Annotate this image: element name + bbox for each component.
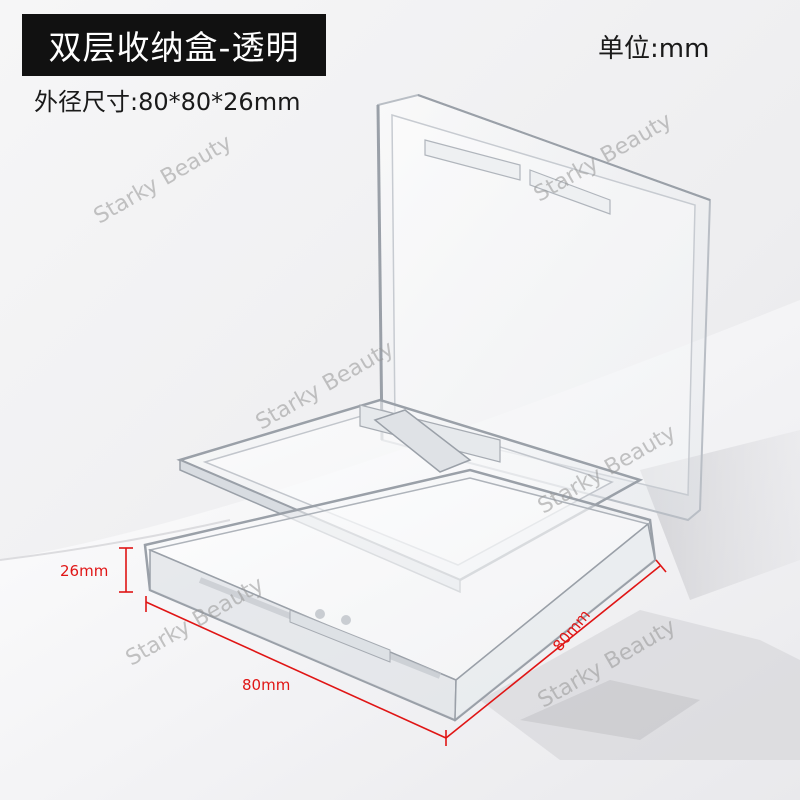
unit-label: 单位:mm — [598, 34, 710, 64]
width-dimension-label: 80mm — [242, 676, 291, 694]
height-dimension-label: 26mm — [60, 562, 109, 580]
outer-dimensions-text: 外径尺寸:80*80*26mm — [34, 88, 301, 116]
dimension-lines — [119, 547, 667, 746]
product-title: 双层收纳盒-透明 — [48, 28, 300, 67]
title-banner: 双层收纳盒-透明 — [22, 14, 326, 76]
